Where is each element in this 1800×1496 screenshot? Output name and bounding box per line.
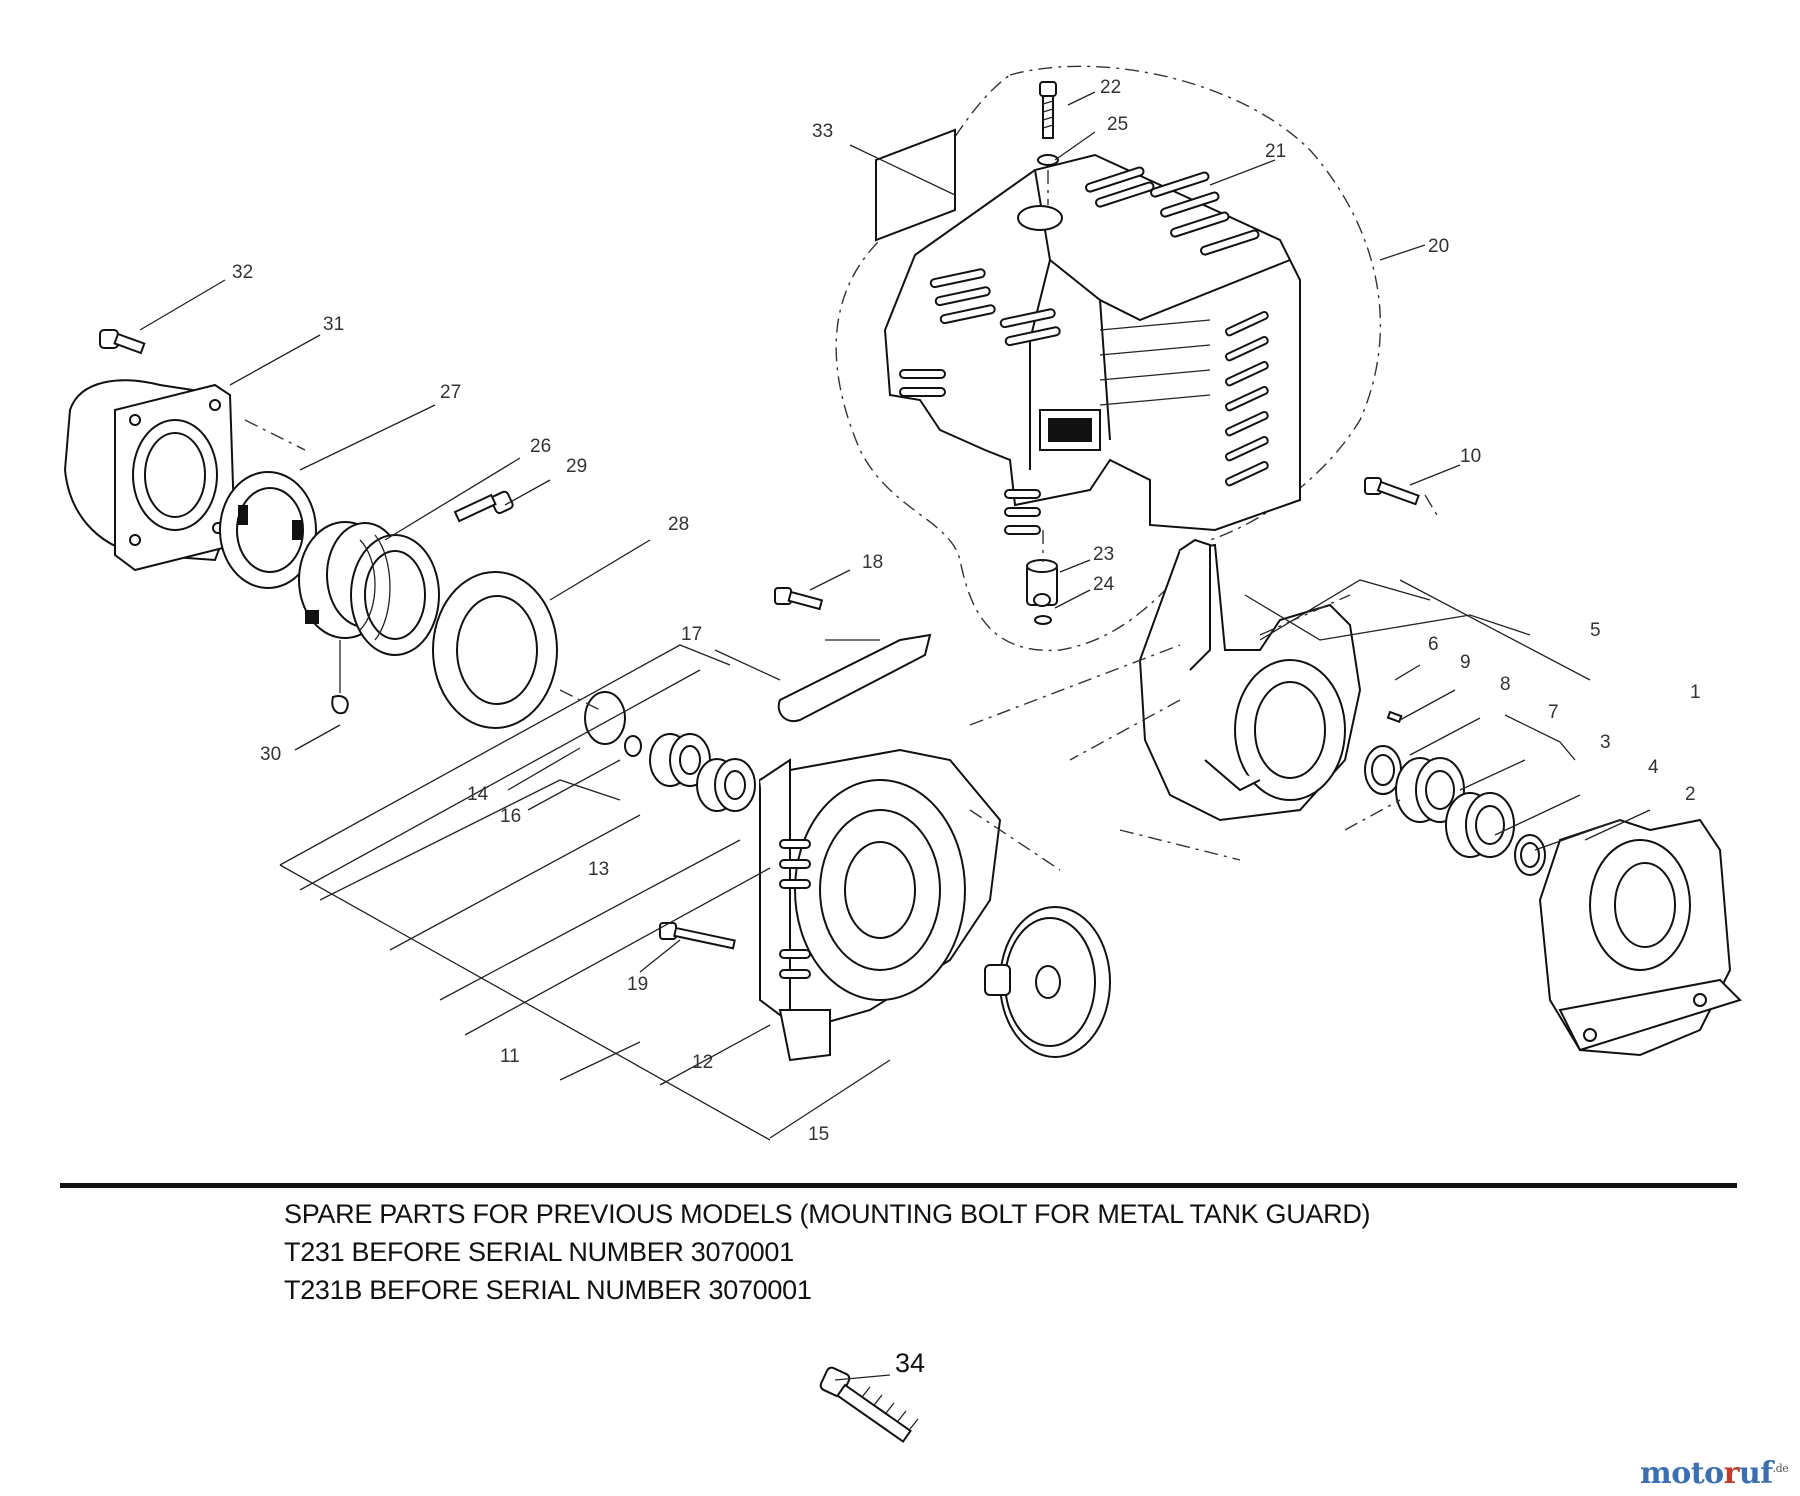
callout-21: 21 [1265, 141, 1286, 162]
callout-11: 11 [500, 1046, 520, 1067]
clutch-housing-part [63, 379, 237, 572]
crankcase-half-part [1138, 538, 1362, 822]
callout-5: 5 [1590, 620, 1601, 641]
callout-22: 22 [1100, 77, 1121, 98]
callout-17: 17 [681, 624, 702, 645]
callout-4: 4 [1648, 757, 1659, 778]
callout-23: 23 [1093, 544, 1114, 565]
callout-2: 2 [1685, 784, 1696, 805]
fan-housing-screw-part [659, 922, 736, 950]
note-heading: SPARE PARTS FOR PREVIOUS MODELS (MOUNTIN… [284, 1199, 1371, 1229]
fan-housing-bolt-part [774, 587, 824, 611]
bracket-part [777, 633, 932, 723]
washer-part [1037, 154, 1059, 166]
snap-ring-part [584, 691, 626, 745]
callout-15: 15 [808, 1124, 829, 1145]
clip-part [331, 695, 349, 715]
tank-guard-mounting-bolt-part [819, 1366, 919, 1443]
callout-7: 7 [1548, 702, 1559, 723]
oil-seal-part [1364, 745, 1402, 795]
clutch-assembly-part [298, 521, 440, 656]
callout-16: 16 [500, 806, 521, 827]
engine-shroud-part [883, 153, 1301, 535]
callout-18: 18 [862, 552, 883, 573]
fan-housing-part [759, 748, 1002, 1062]
crankcase-other-half-part [1538, 818, 1742, 1057]
watermark-logo: motoruf.de [1640, 1456, 1789, 1491]
clutch-ring-part [432, 571, 558, 729]
nut-part [1034, 615, 1052, 625]
crank-bearing-right-part [1445, 792, 1515, 858]
callout-labels: 1 2 3 4 5 6 7 8 9 10 11 12 13 14 15 16 1… [232, 77, 1701, 1378]
shroud-bolt-part [1039, 81, 1057, 139]
callout-29: 29 [566, 456, 587, 477]
section-divider [60, 1183, 1737, 1188]
dowel-pin-part [1386, 710, 1403, 724]
previous-models-note: SPARE PARTS FOR PREVIOUS MODELS (MOUNTIN… [284, 1195, 1484, 1309]
note-model-t231b: T231B BEFORE SERIAL NUMBER 3070001 [284, 1275, 812, 1305]
callout-3: 3 [1600, 732, 1611, 753]
clutch-drum-part [219, 471, 317, 589]
callout-12: 12 [692, 1052, 713, 1073]
grommet-part [1026, 559, 1058, 607]
starter-pulley-part [984, 906, 1111, 1058]
callout-10: 10 [1460, 446, 1481, 467]
callout-30: 30 [260, 744, 281, 765]
note-model-t231: T231 BEFORE SERIAL NUMBER 3070001 [284, 1237, 794, 1267]
callout-27: 27 [440, 382, 461, 403]
callout-24: 24 [1093, 574, 1115, 595]
callout-8: 8 [1500, 674, 1511, 695]
callout-32: 32 [232, 262, 253, 283]
callout-34: 34 [895, 1348, 925, 1378]
callout-19: 19 [627, 974, 648, 995]
callout-20: 20 [1428, 236, 1449, 257]
crankcase-bolt-part [1364, 477, 1420, 506]
shroud-assembly-boundary [835, 65, 1382, 652]
callout-9: 9 [1460, 652, 1471, 673]
callout-13: 13 [588, 859, 609, 880]
clutch-housing-bolt-part [99, 329, 146, 355]
small-ring-part [624, 735, 642, 757]
assembly-axes [244, 419, 1441, 871]
callout-28: 28 [668, 514, 689, 535]
clutch-screw-part [453, 490, 514, 523]
callout-14: 14 [467, 784, 489, 805]
callout-1: 1 [1690, 682, 1701, 703]
seal-ring-part [1514, 834, 1546, 876]
callout-33: 33 [812, 121, 833, 142]
callout-31: 31 [323, 314, 344, 335]
bearing-right-part [696, 758, 756, 812]
callout-26: 26 [530, 436, 551, 457]
label-plate-part [875, 128, 956, 242]
callout-25: 25 [1107, 114, 1128, 135]
callout-6: 6 [1428, 634, 1439, 655]
